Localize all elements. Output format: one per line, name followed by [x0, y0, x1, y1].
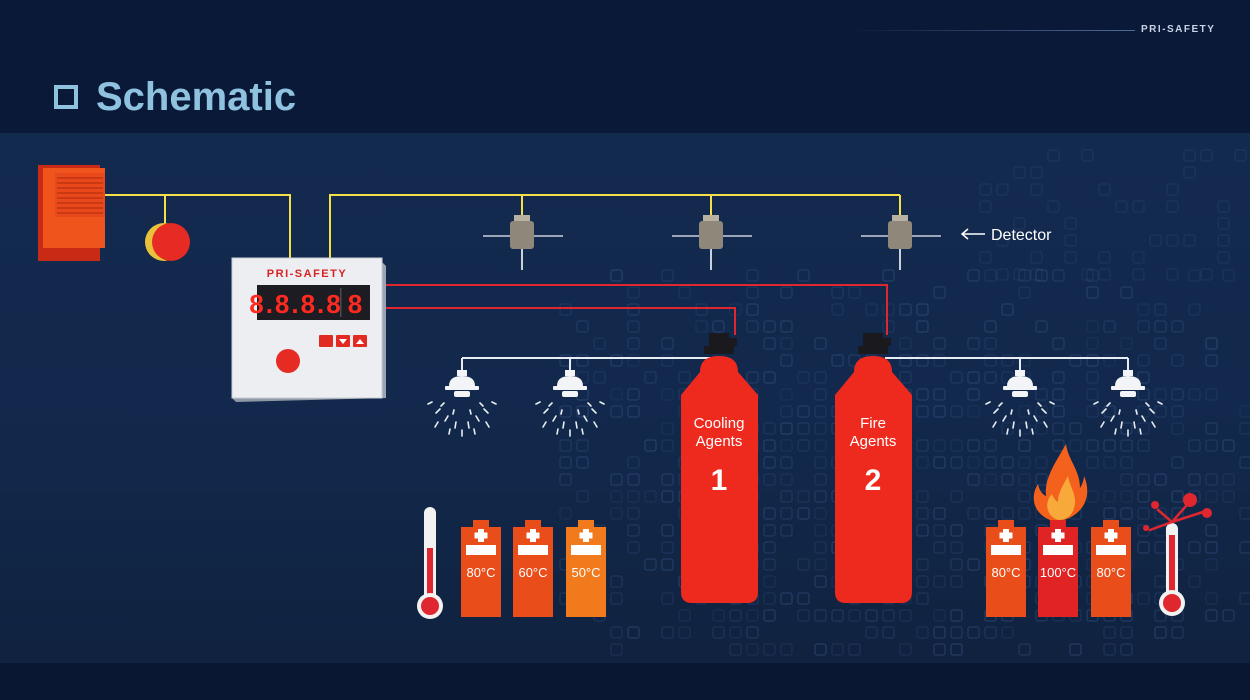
signal-wiring — [105, 194, 901, 258]
brand-logo-text: PRI-SAFETY — [1141, 24, 1216, 35]
left-battery-3: 50°C — [566, 520, 606, 617]
thermometer-normal-icon — [417, 507, 443, 619]
sprinkler-nozzles — [427, 370, 1163, 437]
wire-panel-to-cylinder-2 — [383, 284, 888, 335]
header-band — [0, 0, 1250, 133]
actuator-wiring — [383, 284, 888, 335]
wire-panel-to-detectors — [329, 194, 900, 258]
agent-pipes — [461, 357, 1129, 372]
right-battery-3: 80°C — [1091, 520, 1131, 617]
detector-1-icon — [483, 215, 563, 270]
title-square-icon — [54, 85, 78, 109]
sprinkler-4-icon — [1093, 370, 1163, 437]
battery-cells: 80°C 60°C 50°C 80°C 100°C 80°C — [461, 520, 1131, 617]
panel-display-digits: 8.8.8.8 — [249, 289, 343, 319]
right-battery-2: 100°C — [1038, 520, 1078, 617]
left-battery-1: 80°C — [461, 520, 501, 617]
panel-red-button — [276, 349, 300, 373]
svg-text:8: 8 — [348, 289, 362, 319]
cylinder-2-label-line2: Agents — [850, 433, 897, 450]
left-battery-2-temp: 60°C — [518, 565, 547, 580]
alarm-sounder-icon — [38, 165, 105, 261]
sprinkler-2-icon — [535, 370, 605, 437]
detector-3-icon — [861, 215, 941, 270]
right-battery-3-temp: 80°C — [1096, 565, 1125, 580]
right-battery-1: 80°C — [986, 520, 1026, 617]
brand-divider — [845, 30, 1135, 31]
cylinder-1-label-line1: Cooling — [694, 415, 745, 432]
page-title: Schematic — [96, 74, 297, 119]
cylinder-1: Cooling Agents 1 — [681, 333, 758, 603]
sprinkler-1-icon — [427, 370, 497, 437]
cylinder-2-label-line1: Fire — [860, 415, 886, 432]
wire-panel-to-cylinder-1 — [383, 307, 736, 335]
panel-key-1 — [319, 335, 333, 347]
title-block: Schematic — [54, 72, 296, 122]
detector-label: Detector — [991, 227, 1052, 244]
cylinder-2: Fire Agents 2 — [835, 333, 912, 603]
cylinder-1-label-line2: Agents — [696, 433, 743, 450]
panel-display — [257, 285, 370, 320]
left-battery-2: 60°C — [513, 520, 553, 617]
cylinder-2-number: 2 — [865, 464, 882, 497]
right-battery-1-temp: 80°C — [991, 565, 1020, 580]
thermometer-overheat-icon — [1143, 493, 1212, 616]
right-battery-2-temp: 100°C — [1040, 565, 1076, 580]
cylinder-1-number: 1 — [711, 464, 728, 497]
sprinkler-3-icon — [985, 370, 1055, 437]
detector-2-icon — [672, 215, 752, 270]
flame-icon — [1033, 444, 1088, 522]
control-panel: PRI-SAFETY 8.8.8.8 8 — [231, 257, 386, 402]
left-battery-3-temp: 50°C — [571, 565, 600, 580]
warning-light-icon — [145, 223, 190, 261]
detector-pointer: Detector — [960, 227, 1052, 244]
wire-alarm-to-panel — [105, 194, 291, 258]
footer-band — [0, 663, 1250, 700]
left-battery-1-temp: 80°C — [466, 565, 495, 580]
panel-brand-label: PRI-SAFETY — [267, 268, 347, 280]
